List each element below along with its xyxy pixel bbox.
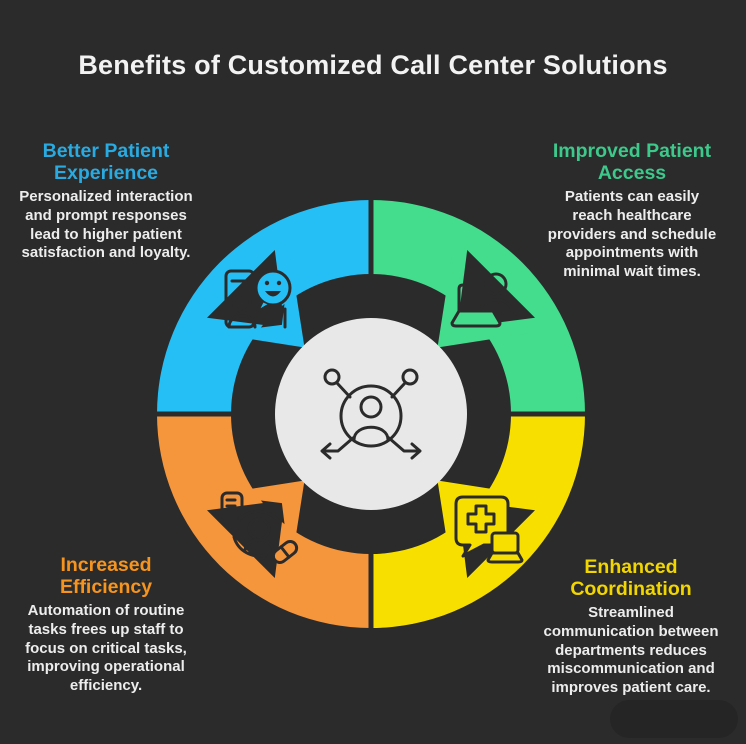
section-body: Automation of routine tasks frees up sta… <box>25 602 187 694</box>
section-increased-efficiency: Increased Efficiency Automation of routi… <box>0 554 212 695</box>
automation-efficiency-icon <box>220 491 299 565</box>
coordination-chat-icon <box>454 495 524 564</box>
watermark-area <box>610 700 738 738</box>
section-better-patient-experience: Better Patient Experience Personalized i… <box>0 140 212 263</box>
section-body: Streamlined communication between depart… <box>543 604 719 696</box>
section-heading: Enhanced Coordination <box>570 556 692 601</box>
section-improved-patient-access: Improved Patient Access Patients can eas… <box>518 140 746 281</box>
arrow-green <box>437 257 528 348</box>
circular-diagram <box>153 196 589 632</box>
arrow-orange <box>214 480 305 571</box>
patient-experience-icon <box>224 269 292 329</box>
section-body: Patients can easily reach healthcare pro… <box>547 188 717 280</box>
section-heading: Better Patient Experience <box>42 140 170 185</box>
arrow-blue <box>214 257 305 348</box>
section-heading: Improved Patient Access <box>552 140 712 185</box>
patient-access-icon <box>450 272 514 328</box>
section-heading: Increased Efficiency <box>59 554 153 599</box>
section-enhanced-coordination: Enhanced Coordination Streamlined commun… <box>516 556 746 697</box>
donut-chart-svg <box>153 196 589 632</box>
center-circle <box>275 318 467 510</box>
quadrant-separators <box>153 196 589 632</box>
section-body: Personalized interaction and prompt resp… <box>19 188 193 262</box>
connected-patient-network-icon <box>320 368 422 460</box>
page-title: Benefits of Customized Call Center Solut… <box>78 50 668 80</box>
